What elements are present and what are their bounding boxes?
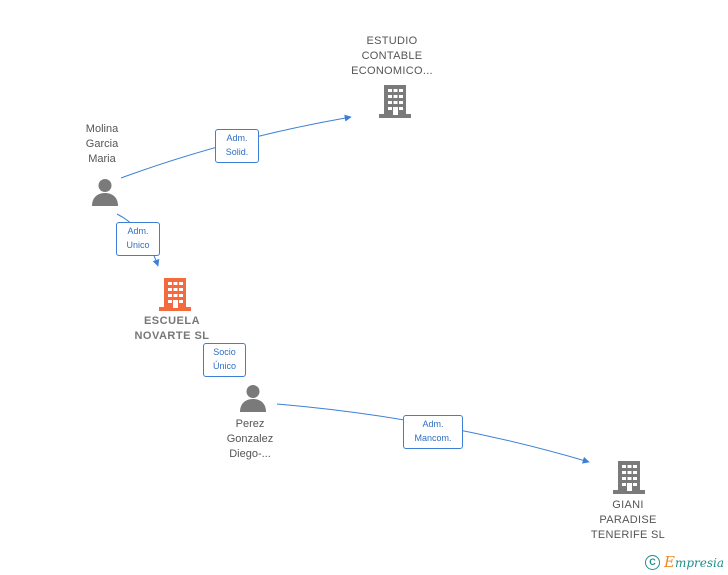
copyright-icon: C (644, 554, 660, 570)
building-icon[interactable] (379, 84, 411, 118)
edge-label-adm-mancom: Adm. Mancom. (403, 415, 463, 449)
edge-label-adm-solid: Adm. Solid. (215, 129, 259, 163)
node-label-estudio[interactable]: ESTUDIO CONTABLE ECONOMICO... (351, 35, 433, 77)
person-icon[interactable] (90, 177, 120, 207)
node-label-molina[interactable]: Molina Garcia Maria (85, 123, 119, 165)
building-icon-highlighted[interactable] (159, 277, 191, 311)
person-icon[interactable] (238, 383, 268, 413)
edge-label-adm-unico: Adm. Unico (116, 222, 160, 256)
node-label-perez[interactable]: Perez Gonzalez Diego-... (226, 418, 274, 460)
node-label-giani[interactable]: GIANI PARADISE TENERIFE SL (590, 499, 666, 541)
node-label-escuela[interactable]: ESCUELA NOVARTE SL (134, 315, 210, 342)
edge-label-socio-unico: Socio Único (203, 343, 246, 377)
building-icon[interactable] (613, 460, 645, 494)
brand-name: Empresia (663, 553, 724, 571)
empresia-logo: C Empresia (644, 553, 724, 571)
